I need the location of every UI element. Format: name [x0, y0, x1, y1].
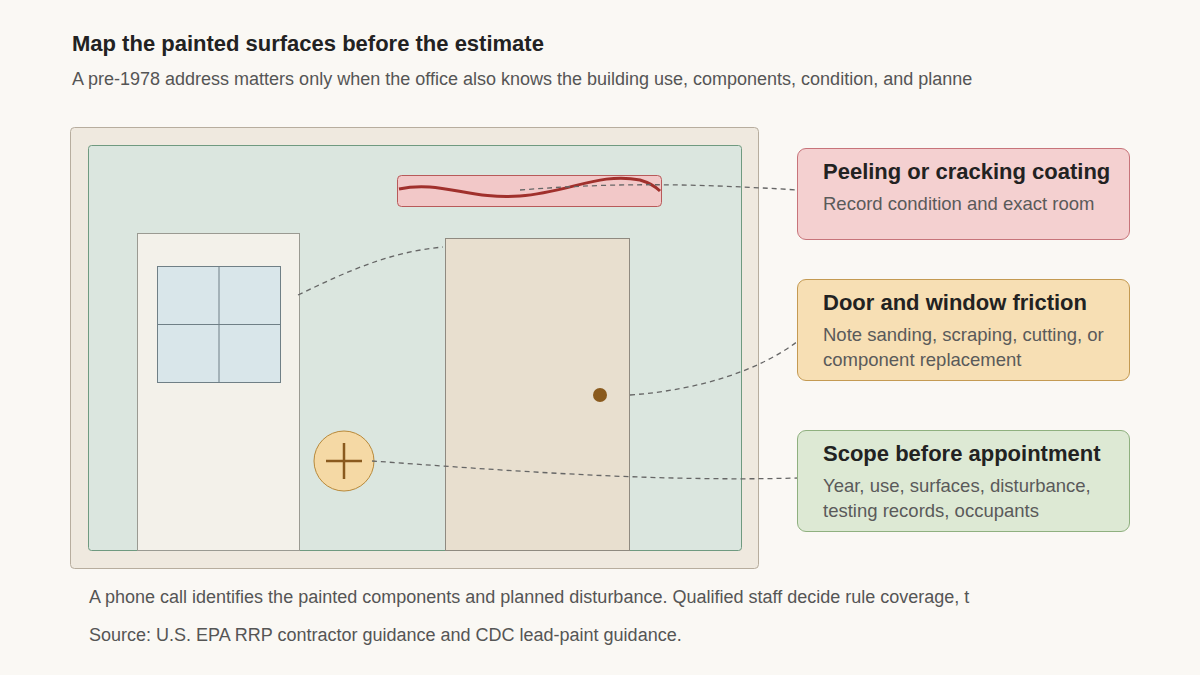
- leader-line: [372, 461, 798, 479]
- callout-box: Door and window frictionNote sanding, sc…: [797, 279, 1130, 381]
- title: Map the painted surfaces before the esti…: [72, 31, 544, 57]
- callout-body: Record condition and exact room: [823, 191, 1145, 216]
- window-frame: [138, 234, 300, 551]
- door-knob: [593, 388, 607, 402]
- crack-band: [398, 176, 662, 207]
- frame: [71, 128, 759, 569]
- callout-box: Scope before appointmentYear, use, surfa…: [797, 430, 1130, 532]
- caption: A phone call identifies the painted comp…: [89, 587, 969, 608]
- window-mullion: [157, 324, 281, 325]
- callout-heading: Peeling or cracking coating: [823, 159, 1129, 185]
- leader-line: [298, 247, 443, 295]
- subtitle: A pre-1978 address matters only when the…: [72, 69, 972, 90]
- leader-line: [520, 185, 798, 190]
- plus-symbol: [326, 460, 362, 463]
- crack-line: [399, 178, 660, 196]
- callout-body: Note sanding, scraping, cutting, or comp…: [823, 322, 1145, 372]
- source-note: Source: U.S. EPA RRP contractor guidance…: [89, 625, 682, 646]
- window-pane: [158, 267, 281, 383]
- callout-box: Peeling or cracking coatingRecord condit…: [797, 148, 1130, 240]
- wall: [89, 146, 742, 551]
- callout-body: Year, use, surfaces, disturbance, testin…: [823, 473, 1145, 523]
- leader-line: [630, 341, 798, 395]
- callout-heading: Scope before appointment: [823, 441, 1129, 467]
- callout-heading: Door and window friction: [823, 290, 1129, 316]
- plus-marker: [314, 431, 374, 491]
- door: [446, 239, 630, 551]
